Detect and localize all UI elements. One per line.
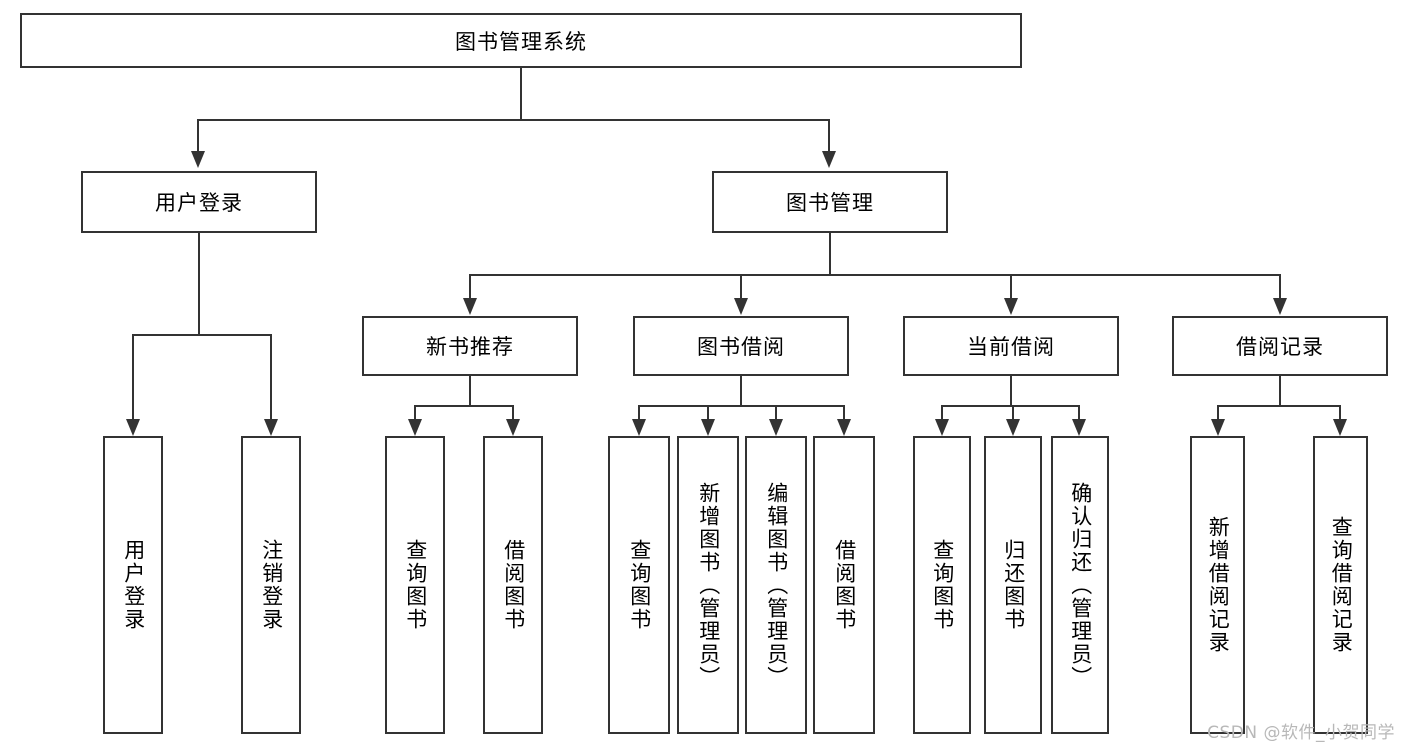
connector-root-drop-right (828, 119, 830, 151)
leaf-node-query-book-newrec[interactable]: 查询图书 (385, 436, 445, 734)
node-label: 图书借阅 (697, 335, 785, 359)
node-label: 注销登录 (259, 539, 284, 631)
connector-root-drop-left (197, 119, 199, 151)
node-label: 当前借阅 (967, 335, 1055, 359)
node-label: 归还图书 (1001, 539, 1026, 631)
connector-currentborrow-stem (1010, 376, 1012, 406)
arrow-icon-newbook-leaf-2 (506, 419, 520, 436)
arrow-icon-to-book-borrow (734, 298, 748, 315)
node-label: 借阅图书 (501, 539, 526, 631)
leaf-node-add-book-admin[interactable]: 新增图书（管理员） (677, 436, 739, 734)
node-label: 新增图书（管理员） (696, 481, 721, 689)
node-label: 查询借阅记录 (1329, 516, 1354, 654)
leaf-node-query-book-borrow[interactable]: 查询图书 (608, 436, 670, 734)
connector-bookborrow-drop-2 (707, 405, 709, 419)
leaf-node-query-borrow-record[interactable]: 查询借阅记录 (1313, 436, 1368, 734)
connector-book-manage-drop-2 (740, 274, 742, 298)
connector-root-stem (520, 68, 522, 120)
connector-book-manage-stem (829, 233, 831, 275)
connector-newbook-drop-1 (414, 405, 416, 419)
connector-bookborrow-stem (740, 376, 742, 406)
connector-user-login-stem (198, 233, 200, 335)
connector-currentborrow-drop-3 (1078, 405, 1080, 419)
node-book-borrowing[interactable]: 图书借阅 (633, 316, 849, 376)
arrow-icon-to-leaf-logout (264, 419, 278, 436)
connector-currentborrow-bar (941, 405, 1080, 407)
arrow-icon-currentborrow-leaf-3 (1072, 419, 1086, 436)
connector-bookborrow-bar (638, 405, 844, 407)
connector-borrowrecord-drop-2 (1339, 405, 1341, 419)
connector-user-login-drop-1 (132, 334, 134, 419)
watermark-text: CSDN @软件_小贺同学 (1207, 723, 1395, 743)
node-label: 借阅图书 (832, 539, 857, 631)
node-label: 图书管理 (786, 191, 874, 215)
node-label: 查询图书 (627, 539, 652, 631)
node-label: 查询图书 (403, 539, 428, 631)
leaf-node-logout[interactable]: 注销登录 (241, 436, 301, 734)
node-user-login[interactable]: 用户登录 (81, 171, 317, 233)
arrow-icon-bookborrow-leaf-1 (632, 419, 646, 436)
connector-user-login-bar (132, 334, 271, 336)
node-label: 图书管理系统 (455, 29, 587, 54)
arrow-icon-bookborrow-leaf-2 (701, 419, 715, 436)
arrow-icon-bookborrow-leaf-4 (837, 419, 851, 436)
arrow-icon-borrowrecord-leaf-2 (1333, 419, 1347, 436)
connector-borrowrecord-drop-1 (1217, 405, 1219, 419)
node-label: 用户登录 (121, 539, 146, 631)
leaf-node-user-login[interactable]: 用户登录 (103, 436, 163, 734)
node-label: 确认归还（管理员） (1068, 481, 1093, 689)
node-book-management[interactable]: 图书管理 (712, 171, 948, 233)
connector-newbook-bar (414, 405, 513, 407)
leaf-node-add-borrow-record[interactable]: 新增借阅记录 (1190, 436, 1245, 734)
connector-currentborrow-drop-2 (1012, 405, 1014, 419)
leaf-node-confirm-return-admin[interactable]: 确认归还（管理员） (1051, 436, 1109, 734)
connector-book-manage-bar (469, 274, 1281, 276)
connector-newbook-stem (469, 376, 471, 406)
connector-book-manage-drop-4 (1279, 274, 1281, 298)
leaf-node-return-book[interactable]: 归还图书 (984, 436, 1042, 734)
arrow-icon-newbook-leaf-1 (408, 419, 422, 436)
arrow-icon-to-leaf-user-login (126, 419, 140, 436)
arrow-icon-to-current-borrow (1004, 298, 1018, 315)
connector-root-bar (197, 119, 830, 121)
node-label: 编辑图书（管理员） (764, 481, 789, 689)
connector-bookborrow-drop-1 (638, 405, 640, 419)
connector-bookborrow-drop-4 (843, 405, 845, 419)
connector-borrowrecord-bar (1217, 405, 1341, 407)
arrow-icon-to-borrow-record (1273, 298, 1287, 315)
node-borrowing-record[interactable]: 借阅记录 (1172, 316, 1388, 376)
arrow-icon-bookborrow-leaf-3 (769, 419, 783, 436)
arrow-icon-currentborrow-leaf-2 (1006, 419, 1020, 436)
connector-bookborrow-drop-3 (775, 405, 777, 419)
arrow-icon-to-new-book-rec (463, 298, 477, 315)
node-new-book-recommendation[interactable]: 新书推荐 (362, 316, 578, 376)
node-label: 新增借阅记录 (1206, 516, 1231, 654)
leaf-node-borrow-book-newrec[interactable]: 借阅图书 (483, 436, 543, 734)
leaf-node-edit-book-admin[interactable]: 编辑图书（管理员） (745, 436, 807, 734)
node-root-system[interactable]: 图书管理系统 (20, 13, 1022, 68)
arrow-icon-currentborrow-leaf-1 (935, 419, 949, 436)
connector-book-manage-drop-3 (1010, 274, 1012, 298)
connector-user-login-drop-2 (270, 334, 272, 419)
connector-newbook-drop-2 (512, 405, 514, 419)
arrow-icon-to-user-login (191, 151, 205, 168)
leaf-node-borrow-book[interactable]: 借阅图书 (813, 436, 875, 734)
node-current-borrowing[interactable]: 当前借阅 (903, 316, 1119, 376)
node-label: 新书推荐 (426, 335, 514, 359)
arrow-icon-borrowrecord-leaf-1 (1211, 419, 1225, 436)
arrow-icon-to-book-manage (822, 151, 836, 168)
node-label: 借阅记录 (1236, 335, 1324, 359)
connector-book-manage-drop-1 (469, 274, 471, 298)
node-label: 查询图书 (930, 539, 955, 631)
connector-borrowrecord-stem (1279, 376, 1281, 406)
leaf-node-query-book-current[interactable]: 查询图书 (913, 436, 971, 734)
connector-currentborrow-drop-1 (941, 405, 943, 419)
node-label: 用户登录 (155, 191, 243, 215)
